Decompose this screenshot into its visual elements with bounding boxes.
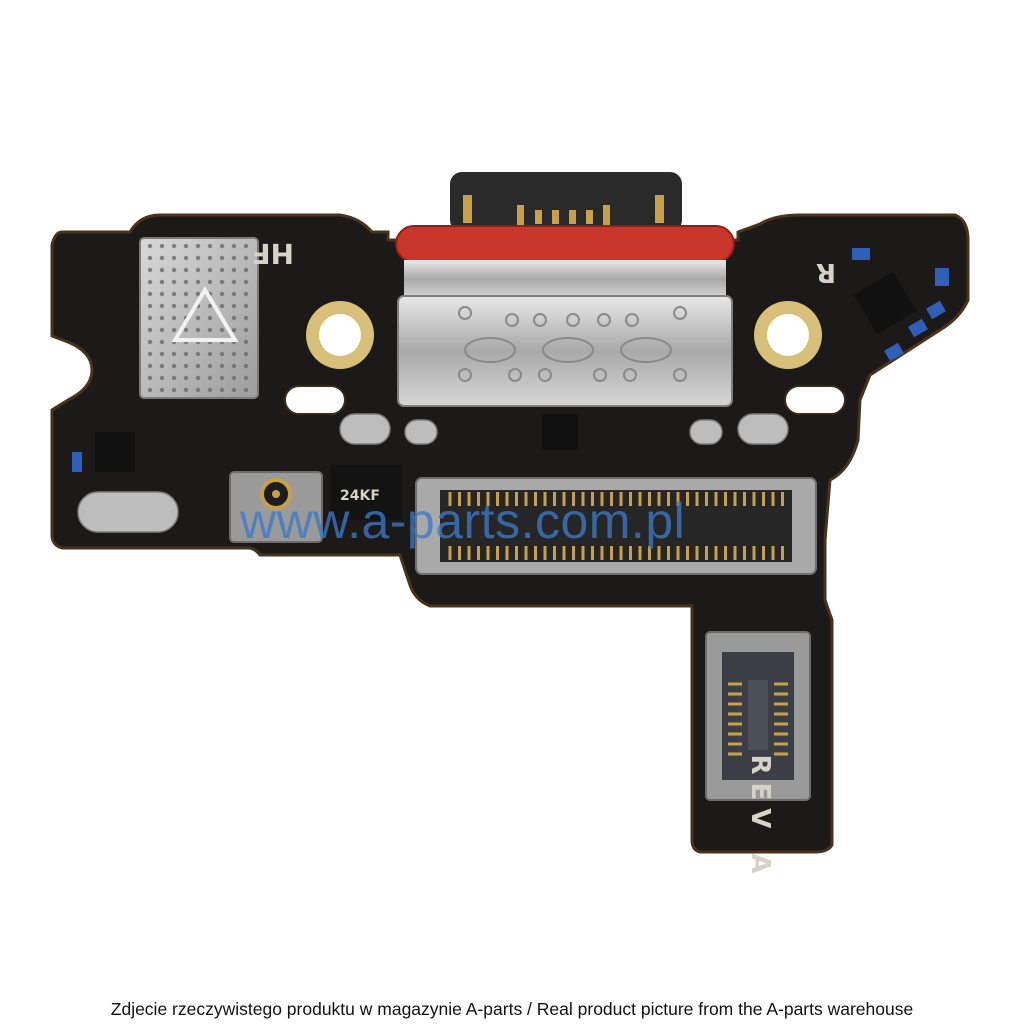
photo-caption: Zdjecie rzeczywistego produktu w magazyn…: [110, 999, 914, 1019]
rf-shield-can: [139, 237, 259, 399]
chip-marking: 24KF: [340, 488, 380, 504]
secondary-connector: [705, 631, 811, 801]
mounting-hole-right: [754, 301, 822, 369]
label-rev: REV A: [745, 754, 775, 881]
mounting-hole-left: [306, 301, 374, 369]
board-to-board-connector: [415, 477, 817, 575]
label-r: R: [816, 257, 836, 287]
usb-c-connector: [395, 172, 735, 407]
antenna-connector: [229, 471, 323, 543]
warning-triangle-icon: [171, 286, 239, 342]
label-hf: HF: [251, 237, 294, 270]
